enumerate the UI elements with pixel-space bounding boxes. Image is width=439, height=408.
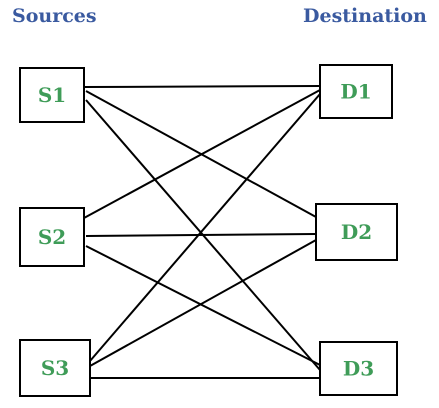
destination-heading: Destination <box>303 5 427 27</box>
destination-box-d2 <box>315 203 398 261</box>
source-node-s3: S3 <box>19 339 91 397</box>
source-label-s2: S2 <box>38 225 66 249</box>
edge-s3-d1 <box>89 93 321 362</box>
source-node-s2: S2 <box>19 207 85 267</box>
destination-label-d3: D3 <box>343 357 374 381</box>
destination-node-d1: D1 <box>319 64 393 119</box>
source-label-s1: S1 <box>38 83 66 107</box>
destination-box-d1 <box>319 64 393 119</box>
source-box-s2 <box>19 207 85 267</box>
source-box-s1 <box>19 67 85 123</box>
source-node-s1: S1 <box>19 67 85 123</box>
sources-heading: Sources <box>12 5 97 27</box>
edge-s3-d2 <box>89 239 317 367</box>
edge-s2-d3 <box>85 245 321 366</box>
edge-s2-d2 <box>85 233 317 237</box>
destination-label-d1: D1 <box>340 80 371 104</box>
edge-s2-d1 <box>83 89 321 219</box>
destination-label-d2: D2 <box>341 220 372 244</box>
destination-box-d3 <box>319 341 398 396</box>
edge-s1-d1 <box>83 85 321 88</box>
source-label-s3: S3 <box>41 356 69 380</box>
destination-node-d3: D3 <box>319 341 398 396</box>
edges-layer <box>83 85 321 379</box>
destination-node-d2: D2 <box>315 203 398 261</box>
source-box-s3 <box>19 339 91 397</box>
